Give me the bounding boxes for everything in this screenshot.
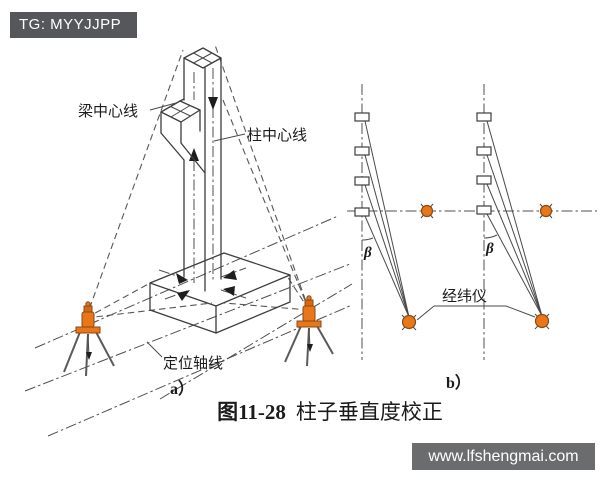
panel-a-tag: a） bbox=[170, 380, 194, 398]
angle-arc-left bbox=[361, 237, 374, 241]
centerline-arrow bbox=[223, 270, 237, 280]
centerline-arrow bbox=[208, 97, 218, 110]
watermark-bottom-right: www.lfshengmai.com bbox=[412, 443, 595, 470]
sight-lines bbox=[85, 44, 310, 319]
theodolite-label: 经纬仪 bbox=[442, 288, 487, 305]
angle-arc-right bbox=[483, 234, 498, 239]
sight-fan-left bbox=[364, 120, 410, 318]
positioning-axis-label: 定位轴线 bbox=[163, 355, 223, 372]
theodolite-icon bbox=[63, 301, 115, 377]
figure-number: 图11-28 bbox=[217, 400, 286, 424]
watermark-top-left: TG: MYYJJPP bbox=[10, 12, 137, 38]
centerline-arrow bbox=[176, 273, 188, 284]
target-marks bbox=[354, 112, 492, 217]
watermark-top-text: TG: MYYJJPP bbox=[19, 16, 122, 33]
centerline-arrow bbox=[223, 286, 235, 296]
beam-centerline-label: 梁中心线 bbox=[78, 103, 138, 120]
panel-b-tag: b） bbox=[446, 374, 471, 392]
theodolite-plan-icon bbox=[401, 314, 417, 331]
figure-caption: 图11-28 柱子垂直度校正 bbox=[170, 396, 490, 426]
theodolite-plan-icon bbox=[420, 203, 434, 219]
foundation-block bbox=[149, 252, 291, 334]
column-centerline-label: 柱中心线 bbox=[247, 127, 307, 144]
centerline-arrow bbox=[189, 148, 199, 161]
corbel bbox=[160, 98, 206, 174]
theodolite-icon bbox=[284, 295, 334, 367]
watermark-bottom-text: www.lfshengmai.com bbox=[428, 448, 579, 465]
theodolite-callout: 经纬仪 bbox=[416, 288, 536, 321]
column-isometric bbox=[183, 47, 222, 292]
centerline-arrow bbox=[177, 290, 190, 301]
panel-b: β β bbox=[347, 84, 597, 392]
theodolite-plan-icon bbox=[539, 203, 553, 219]
theodolite-plan-icon bbox=[534, 313, 550, 330]
panel-a: 梁中心线 柱中心线 定位轴线 a） bbox=[24, 44, 353, 437]
angle-label-left: β bbox=[363, 245, 372, 261]
figure-title: 柱子垂直度校正 bbox=[295, 400, 443, 424]
panel-a-labels: 梁中心线 柱中心线 定位轴线 a） bbox=[78, 102, 307, 398]
angle-label-right: β bbox=[485, 241, 494, 257]
sight-fan-right bbox=[486, 120, 543, 317]
